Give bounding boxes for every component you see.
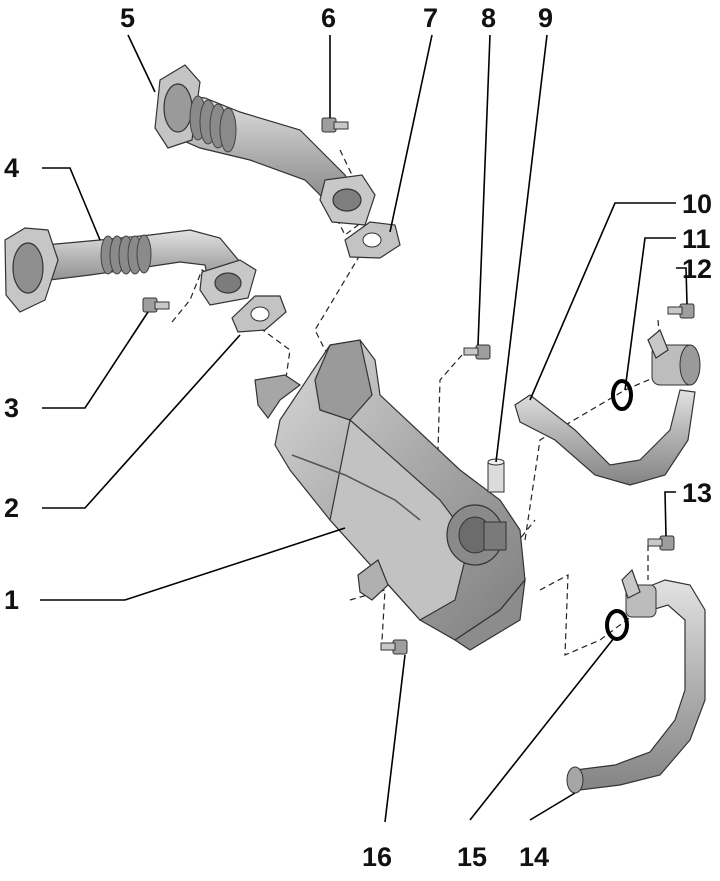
callout-4: 4 xyxy=(4,153,19,183)
egr-cooler xyxy=(254,339,526,651)
bolt-pipe-upper xyxy=(321,117,349,133)
callout-13: 13 xyxy=(682,478,712,508)
connecting-pipe-lower xyxy=(4,227,257,313)
callout-3: 3 xyxy=(4,393,19,423)
gasket-lower xyxy=(231,295,287,333)
bolt-coolant-upper xyxy=(667,303,695,319)
callout-9: 9 xyxy=(538,3,553,33)
callout-12: 12 xyxy=(682,254,712,284)
bolt-pipe-lower xyxy=(142,297,170,313)
assembly-lines xyxy=(171,149,661,656)
callout-10: 10 xyxy=(682,189,712,219)
callout-7: 7 xyxy=(423,3,438,33)
callout-2: 2 xyxy=(4,493,19,523)
callout-11: 11 xyxy=(682,224,711,254)
callout-5: 5 xyxy=(120,3,135,33)
callout-14: 14 xyxy=(519,842,549,872)
connecting-pipe-upper xyxy=(154,64,376,226)
callout-15: 15 xyxy=(457,842,487,872)
gasket-upper xyxy=(344,221,401,259)
bolt-cooler-upper xyxy=(463,344,491,360)
coolant-pipe-upper xyxy=(514,329,701,486)
callout-8: 8 xyxy=(481,3,496,33)
seal-ring-upper xyxy=(611,379,633,411)
callout-6: 6 xyxy=(321,3,336,33)
callout-1: 1 xyxy=(4,585,19,615)
seal-ring-lower xyxy=(605,609,629,641)
bolt-cooler-lower xyxy=(380,639,408,655)
callout-numbers: 5 6 7 8 9 4 10 11 12 3 13 2 1 16 15 14 xyxy=(4,3,712,872)
coolant-pipe-lower xyxy=(566,568,706,794)
bolt-coolant-lower xyxy=(647,535,675,551)
leader-lines xyxy=(40,34,688,823)
callout-16: 16 xyxy=(362,842,392,872)
